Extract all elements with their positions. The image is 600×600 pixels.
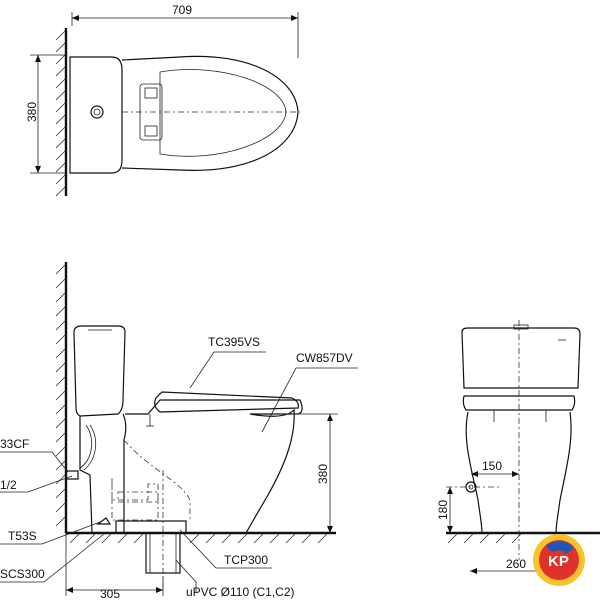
side-bowl bbox=[125, 399, 303, 534]
label-valve: 33CF bbox=[0, 437, 29, 451]
inlet-hose bbox=[83, 424, 97, 471]
label-thread: 1/2 bbox=[0, 478, 17, 492]
label-bowl: CW857DV bbox=[296, 351, 353, 365]
side-seat bbox=[154, 391, 299, 413]
front-body bbox=[465, 411, 572, 534]
side-wall-hatch bbox=[55, 263, 67, 527]
top-flush-button bbox=[90, 105, 104, 119]
front-width-dim: 260 bbox=[506, 557, 526, 571]
floor-bolt bbox=[96, 517, 112, 525]
side-body-back bbox=[79, 413, 127, 534]
top-width-dim: 380 bbox=[25, 102, 39, 122]
top-seat bbox=[159, 69, 287, 157]
front-floor-hatch bbox=[447, 532, 523, 544]
side-floor-hatch bbox=[69, 532, 329, 544]
front-offset-dim: 150 bbox=[482, 459, 502, 473]
label-scs: SCS300 bbox=[0, 567, 45, 581]
side-view: 380 305 TC395VS CW857DV 33CF 1/2 T53S SC… bbox=[0, 262, 358, 600]
top-wall-hatch bbox=[55, 29, 67, 197]
label-pipe: uPVC Ø110 (C1,C2) bbox=[186, 585, 295, 599]
label-bolt: T53S bbox=[8, 529, 37, 543]
rough-in-dim: 305 bbox=[100, 587, 120, 600]
angle-valve bbox=[65, 470, 79, 480]
top-bowl bbox=[121, 55, 299, 171]
kp-logo-text: KP bbox=[548, 553, 569, 570]
outlet-pipe bbox=[145, 532, 181, 574]
side-height-dim: 380 bbox=[316, 464, 330, 484]
side-trapway bbox=[111, 478, 159, 521]
top-tank bbox=[69, 56, 123, 174]
top-view: 380 709 bbox=[25, 3, 300, 197]
label-tcp: TCP300 bbox=[224, 553, 268, 567]
front-seat bbox=[462, 395, 576, 411]
side-tank bbox=[73, 325, 126, 417]
front-tank bbox=[461, 327, 581, 389]
kp-logo: KP bbox=[533, 534, 585, 586]
top-length-dim: 709 bbox=[172, 3, 192, 17]
flange bbox=[115, 520, 187, 534]
front-height-dim: 180 bbox=[436, 500, 450, 520]
front-view: 150 180 260 bbox=[436, 320, 600, 574]
label-seat: TC395VS bbox=[208, 335, 260, 349]
